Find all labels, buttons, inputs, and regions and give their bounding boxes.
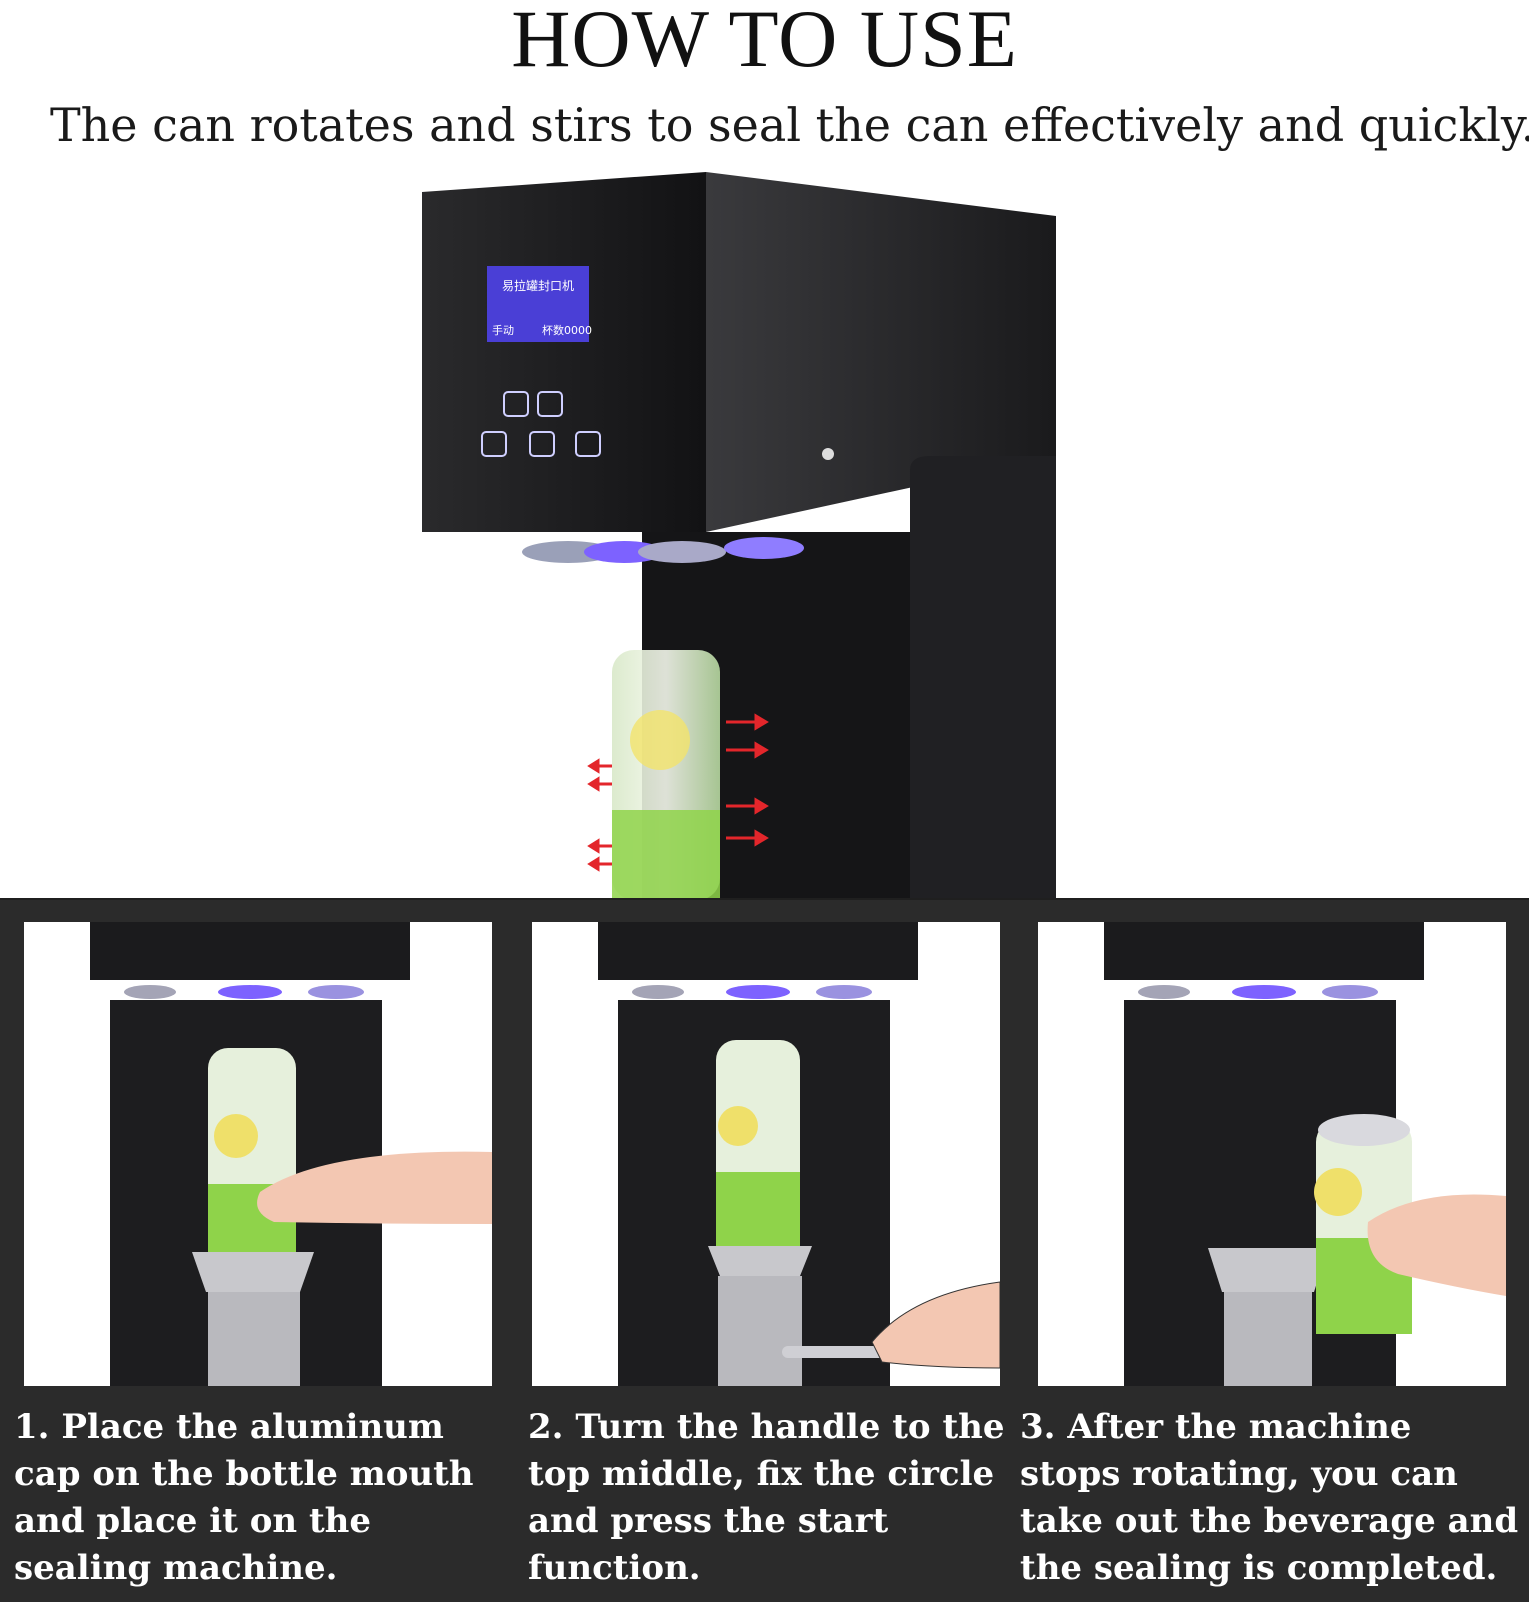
power-socket-icon <box>822 448 834 460</box>
control-button-icon <box>529 431 555 457</box>
lcd-line1: 易拉罐封口机 <box>502 278 574 293</box>
step-1-image <box>24 922 492 1386</box>
machine-graphic: 易拉罐封口机 手动 杯数0000 <box>422 172 1056 900</box>
step-3-image <box>1038 922 1506 1386</box>
page-subtitle: The can rotates and stirs to seal the ca… <box>50 98 1529 152</box>
page-title: HOW TO USE <box>511 0 1018 84</box>
sealing-machine-illustration: 易拉罐封口机 手动 杯数0000 <box>420 170 1080 900</box>
step-3-caption: 3. After the machine stops rotating, you… <box>1020 1407 1519 1588</box>
control-button-icon <box>575 431 601 457</box>
step-2-caption: 2. Turn the handle to the top middle, fi… <box>528 1407 1005 1588</box>
lcd-line2-right: 杯数0000 <box>542 323 592 337</box>
machine-head-side <box>706 172 1056 532</box>
lcd-screen <box>487 266 589 342</box>
sealing-rollers <box>522 537 804 563</box>
control-buttons <box>481 391 601 457</box>
lcd-line2-left: 手动 <box>492 323 514 337</box>
machine-head-front <box>422 172 706 532</box>
control-button-icon <box>481 431 507 457</box>
control-button-icon <box>503 391 529 417</box>
step-2-image <box>532 922 1000 1386</box>
machine-body-side <box>910 456 1056 900</box>
step-1-caption: 1. Place the aluminum cap on the bottle … <box>14 1407 474 1588</box>
rotation-arrows <box>587 713 769 872</box>
control-button-icon <box>537 391 563 417</box>
